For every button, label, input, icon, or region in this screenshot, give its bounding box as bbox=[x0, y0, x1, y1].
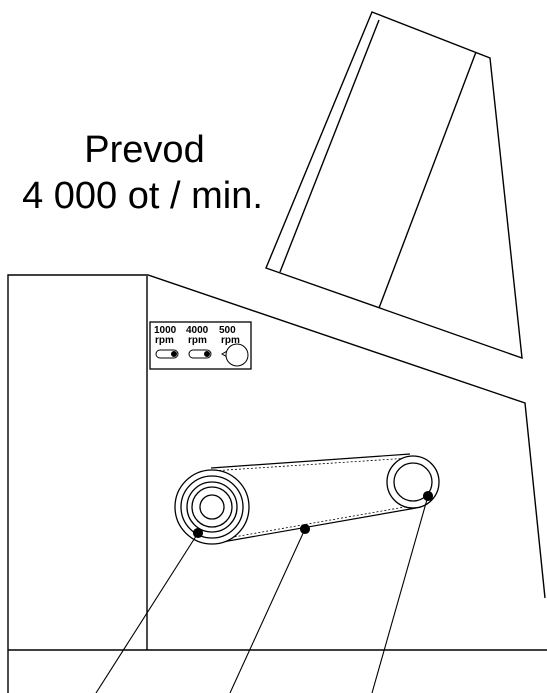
speed-value-3: 500 bbox=[219, 325, 236, 336]
lever-slot-2-icon bbox=[188, 349, 212, 359]
machine-body bbox=[7, 274, 547, 693]
callout-leaders bbox=[95, 490, 434, 693]
speed-unit-3: rpm bbox=[221, 335, 240, 346]
caption-speed: 4 000 ot / min. bbox=[22, 175, 263, 217]
small-pulley bbox=[386, 455, 440, 509]
speed-value-1: 1000 bbox=[154, 325, 177, 336]
caption-title: Prevod bbox=[84, 129, 205, 171]
speed-value-2: 4000 bbox=[186, 325, 209, 336]
lever-slot-1-icon bbox=[155, 349, 179, 359]
drive-belt bbox=[210, 453, 417, 545]
large-pulley bbox=[174, 469, 250, 545]
callout-dot-small-pulley bbox=[422, 490, 434, 502]
selector-knob-icon bbox=[225, 343, 249, 367]
speed-unit-1: rpm bbox=[155, 335, 174, 346]
speed-unit-2: rpm bbox=[188, 335, 207, 346]
open-guard-cover bbox=[265, 11, 523, 360]
speed-selector-plate: 1000 rpm 4000 rpm 500 rpm bbox=[149, 321, 252, 370]
callout-dot-belt bbox=[299, 523, 311, 535]
belt-drive bbox=[174, 453, 440, 545]
callout-dot-large-pulley bbox=[192, 527, 204, 539]
